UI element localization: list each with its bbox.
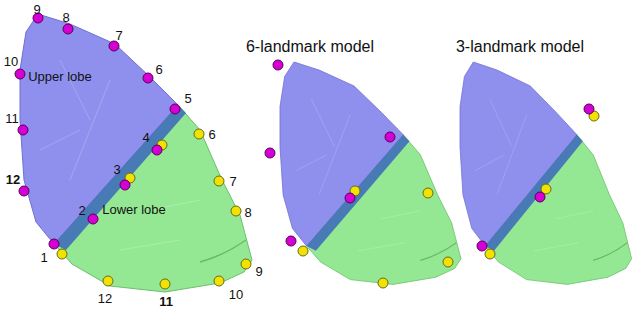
callout-number: 11 [5, 112, 19, 125]
callout-number: 9 [33, 3, 40, 16]
callout-number: 7 [115, 29, 122, 42]
callout-number: 12 [98, 292, 112, 305]
six-landmark-lung [280, 62, 461, 284]
callout-number: 10 [4, 55, 18, 68]
model-title: 6-landmark model [246, 39, 374, 55]
callout-number: 1 [40, 251, 47, 264]
callout-number: 9 [255, 265, 262, 278]
callout-number: 4 [142, 131, 149, 144]
callout-number: 8 [62, 11, 69, 24]
callout-number: 6 [208, 128, 215, 141]
three-landmark-lung [460, 62, 632, 284]
callout-number: 8 [244, 206, 251, 219]
callout-number: 2 [78, 204, 85, 217]
model-title: 3-landmark model [456, 39, 584, 55]
lower-landmarks [57, 111, 599, 289]
callout-number: 6 [155, 63, 162, 76]
callout-number: 5 [184, 92, 191, 105]
callout-number: 10 [229, 288, 243, 301]
callout-number: 11 [159, 295, 173, 308]
callout-number: 7 [229, 175, 236, 188]
lobe-label: Lower lobe [102, 203, 166, 216]
upper-landmarks [15, 13, 594, 251]
callout-number: 12 [6, 173, 20, 186]
lobe-label: Upper lobe [28, 70, 92, 83]
callout-number: 3 [113, 163, 120, 176]
full-model [20, 14, 252, 292]
